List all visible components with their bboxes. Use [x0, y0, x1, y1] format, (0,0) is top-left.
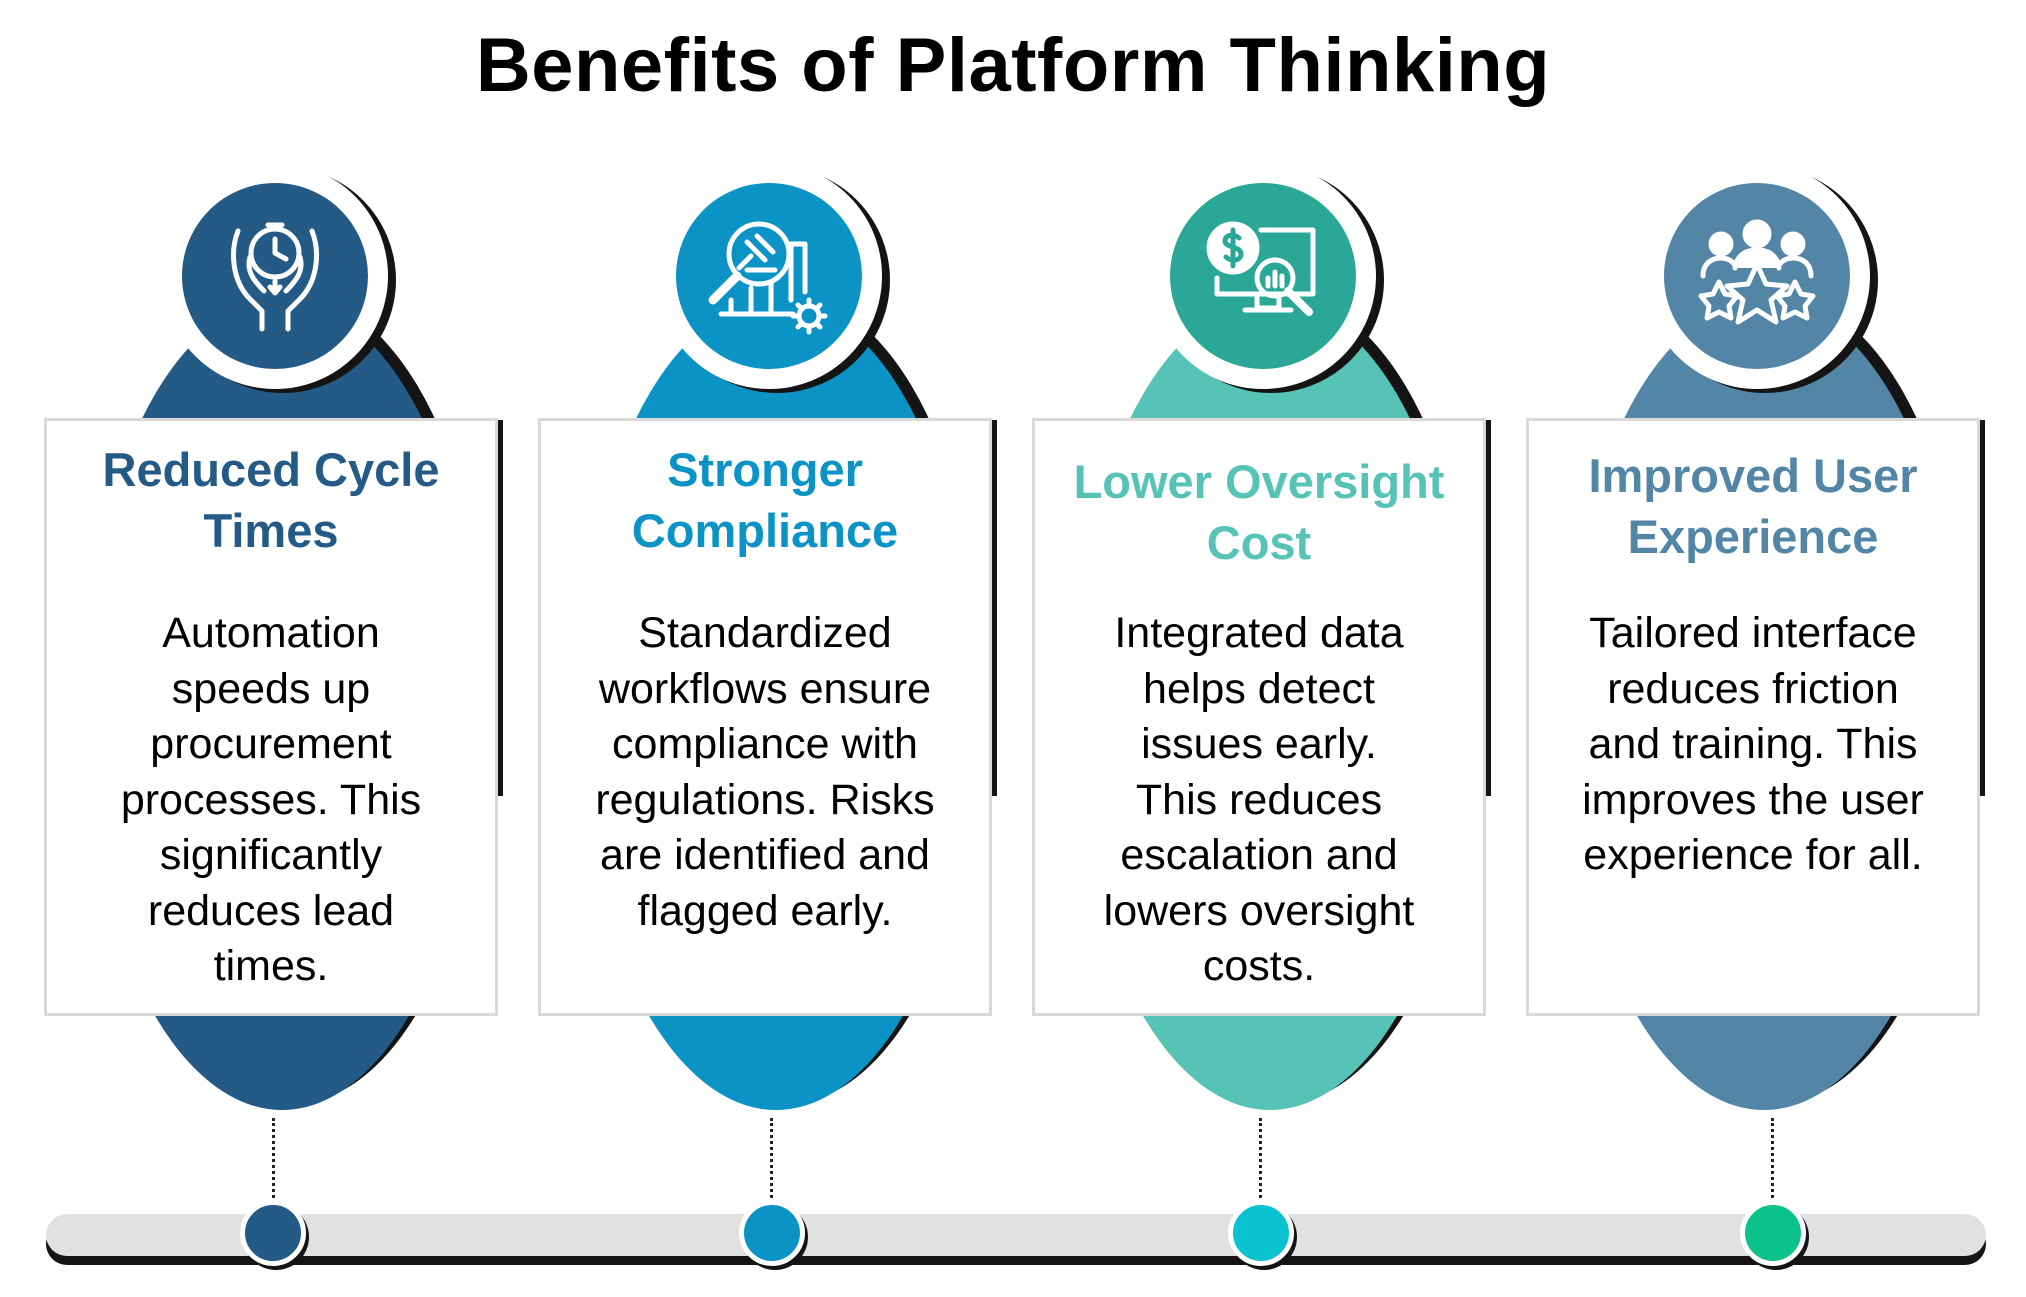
column-2-body-line: Standardized	[638, 609, 892, 657]
column-4-body-line: Tailored interface	[1589, 609, 1917, 657]
column-2-body-line: are identified and	[600, 831, 930, 879]
column-2-title-line-2: Compliance	[631, 504, 899, 557]
column-2-body-line: compliance with	[612, 720, 918, 768]
timeline-dot-4	[1740, 1200, 1806, 1266]
column-4-title-line-2: Experience	[1627, 510, 1879, 563]
column-1-body: Automation speeds up procurement process…	[61, 606, 481, 995]
column-2-connector	[770, 1118, 773, 1204]
gavel-magnifier-chart-icon	[708, 221, 828, 335]
column-3-body-line: lowers oversight	[1103, 886, 1415, 935]
column-3-icon-ring	[1150, 163, 1376, 389]
column-4-body-line: and training. This	[1588, 720, 1918, 768]
column-2-body-line: flagged early.	[637, 886, 893, 935]
column-1-title: Reduced Cycle Times	[57, 439, 485, 561]
column-2-title: Stronger Compliance	[551, 439, 979, 561]
column-1-body-line: times.	[213, 942, 329, 990]
column-4-body: Tailored interface reduces friction and …	[1543, 606, 1963, 884]
hands-clock-icon	[231, 222, 319, 332]
column-4-icon-disc	[1664, 183, 1850, 369]
column-4-body-line: experience for all.	[1583, 831, 1923, 879]
column-1-body-line: reduces lead	[147, 886, 395, 935]
column-1-card: Reduced Cycle Times Automation speeds up…	[44, 418, 498, 1016]
column-3-title-line-1: Lower Oversight	[1073, 455, 1445, 508]
column-3-body-line: costs.	[1202, 942, 1316, 990]
dollar-monitor-magnifier-icon	[1206, 221, 1316, 316]
column-3-body-line: This reduces	[1135, 775, 1383, 824]
column-3-body-line: escalation and	[1120, 831, 1398, 879]
column-1-icon-disc	[182, 183, 368, 369]
column-3-card-shadow	[1484, 420, 1491, 796]
column-4-card-shadow	[1978, 420, 1985, 796]
column-2-title-line-1: Stronger	[667, 443, 863, 496]
timeline-dot-1	[240, 1200, 306, 1266]
column-1-body-line: speeds up	[171, 664, 371, 713]
column-1-card-shadow	[496, 420, 503, 796]
column-1-title-line-2: Times	[203, 504, 339, 557]
column-1-connector	[272, 1118, 275, 1204]
column-2-body: Standardized workflows ensure compliance…	[555, 606, 975, 939]
column-3-icon-disc	[1170, 183, 1356, 369]
column-2-body-line: regulations. Risks	[595, 775, 935, 824]
column-4-title: Improved User Experience	[1539, 445, 1967, 567]
column-4-body-line: reduces friction	[1607, 664, 1899, 713]
column-3-title: Lower Oversight Cost	[1045, 451, 1473, 573]
column-4-icon-ring	[1644, 163, 1870, 389]
column-4-title-line-1: Improved User	[1588, 449, 1918, 502]
column-2-icon-ring	[656, 163, 882, 389]
column-4-connector	[1771, 1118, 1774, 1204]
column-2-icon-disc	[676, 183, 862, 369]
column-3-title-line-2: Cost	[1206, 516, 1312, 569]
column-3-connector	[1259, 1118, 1262, 1204]
timeline-track	[46, 1214, 1986, 1256]
column-1-body-line: procurement	[150, 720, 392, 768]
column-3-card: Lower Oversight Cost Integrated data hel…	[1032, 418, 1486, 1016]
column-1-body-line: significantly	[159, 831, 383, 879]
column-2-card-shadow	[990, 420, 997, 796]
team-star-icon	[1698, 219, 1816, 325]
column-3-body-line: Integrated data	[1114, 609, 1404, 657]
column-2-card: Stronger Compliance Standardized workflo…	[538, 418, 992, 1016]
timeline-dot-3	[1228, 1200, 1294, 1266]
column-1-body-line: processes. This	[120, 775, 422, 824]
column-4-card: Improved User Experience Tailored interf…	[1526, 418, 1980, 1016]
column-4-body-line: improves the user	[1582, 775, 1924, 824]
column-1-title-line-1: Reduced Cycle	[102, 443, 440, 496]
column-3-body-line: issues early.	[1141, 720, 1377, 768]
timeline-dot-2	[739, 1200, 805, 1266]
column-2-body-line: workflows ensure	[598, 664, 932, 713]
column-1-icon-ring	[162, 163, 388, 389]
column-3-body: Integrated data helps detect issues earl…	[1049, 606, 1469, 995]
page-title: Benefits of Platform Thinking	[475, 23, 1551, 108]
column-1-body-line: Automation	[162, 609, 380, 657]
column-3-body-line: helps detect	[1143, 664, 1375, 713]
